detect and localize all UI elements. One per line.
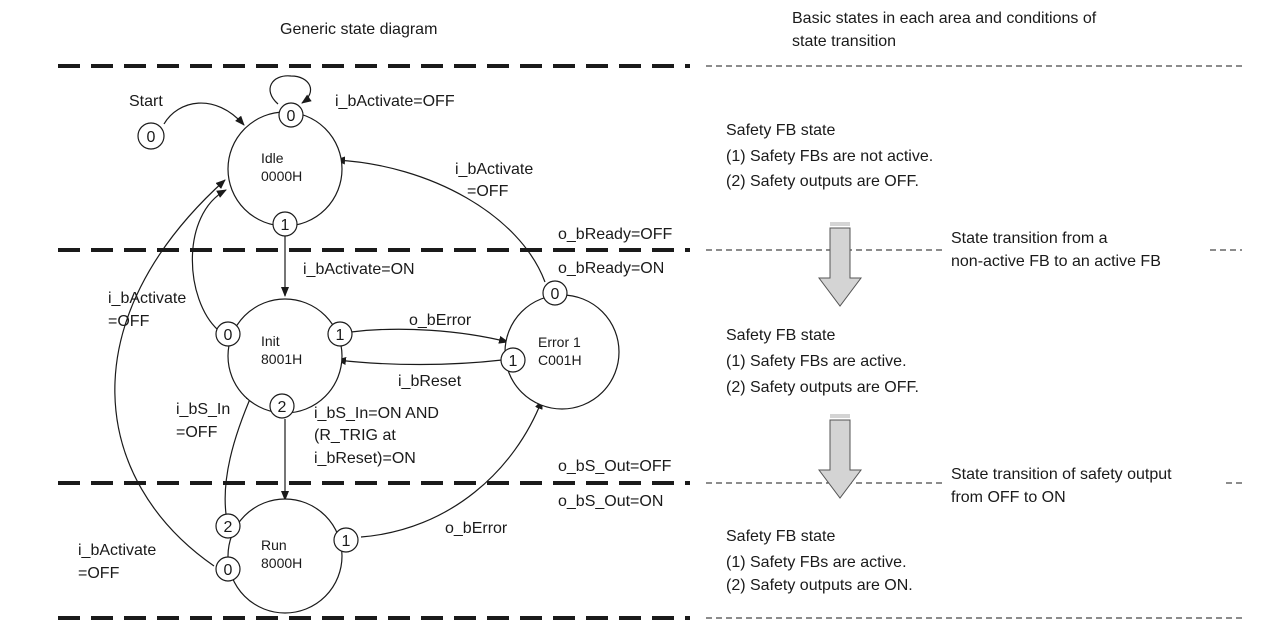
label-init-to-error: o_bError [409, 312, 472, 329]
label-run-to-error: o_bError [445, 520, 508, 537]
init-port-bottom-num: 2 [278, 399, 287, 416]
idle-port-bottom [272, 211, 298, 237]
idle-port-top-num: 0 [287, 108, 296, 125]
transition2-line2: from OFF to ON [951, 489, 1066, 506]
state-run-name: Run [261, 537, 287, 553]
edge-run-to-init [224, 391, 254, 515]
init-port-left-num: 0 [224, 327, 233, 344]
section3-line1: (1) Safety FBs are active. [726, 554, 907, 571]
edge-error-to-idle [335, 156, 546, 283]
edge-run-to-idle [114, 179, 226, 567]
label-error-to-idle-1: i_bActivate [455, 161, 533, 178]
section1-line1: (1) Safety FBs are not active. [726, 148, 933, 165]
idle-port-bottom-num: 1 [281, 217, 290, 234]
state-error-name: Error 1 [538, 334, 581, 350]
section1-line2: (2) Safety outputs are OFF. [726, 173, 919, 190]
error-port-left-num: 1 [509, 353, 518, 370]
section3-line2: (2) Safety outputs are ON. [726, 577, 913, 594]
edge-idle-self-loop [269, 75, 312, 105]
transition1-line2: non-active FB to an active FB [951, 253, 1161, 270]
label-init-to-run-1: i_bS_In=ON AND [314, 405, 439, 422]
run-port-top-num: 2 [224, 519, 233, 536]
label-error-to-init: i_bReset [398, 373, 462, 390]
idle-port-top [278, 102, 304, 128]
transition2-line1: State transition of safety output [951, 466, 1172, 483]
run-port-right [333, 527, 359, 553]
label-init-to-run-3: i_bReset)=ON [314, 450, 416, 467]
label-init-to-idle-1: i_bActivate [108, 290, 186, 307]
label-run-to-idle-2: =OFF [78, 565, 120, 582]
right-header-line1: Basic states in each area and conditions… [792, 10, 1097, 27]
right-header-line2: state transition [792, 33, 896, 50]
error-port-top [542, 280, 568, 306]
transition-arrow-1 [818, 222, 862, 307]
start-label: Start [129, 93, 163, 110]
start-node-port: 0 [147, 129, 156, 146]
label-run-to-init-1: i_bS_In [176, 401, 230, 418]
init-port-bottom [269, 393, 295, 419]
section2-line2: (2) Safety outputs are OFF. [726, 379, 919, 396]
run-port-right-num: 1 [342, 533, 351, 550]
transition1-line1: State transition from a [951, 230, 1108, 247]
section1-title: Safety FB state [726, 122, 835, 139]
init-port-left [215, 321, 241, 347]
edge-error-to-init [336, 357, 503, 366]
label-init-to-run-2: (R_TRIG at [314, 427, 396, 444]
edge-init-to-idle [191, 189, 227, 331]
error-port-left [500, 347, 526, 373]
state-init-code: 8001H [261, 351, 302, 367]
state-run-code: 8000H [261, 555, 302, 571]
label-run-to-idle-1: i_bActivate [78, 542, 156, 559]
transition-arrow-2 [818, 414, 862, 499]
boundary-2-below-label: o_bS_Out=ON [558, 493, 663, 510]
section3-title: Safety FB state [726, 528, 835, 545]
state-idle-name: Idle [261, 150, 284, 166]
section2-line1: (1) Safety FBs are active. [726, 353, 907, 370]
start-node [137, 122, 165, 150]
init-port-right-num: 1 [336, 327, 345, 344]
init-port-right [327, 321, 353, 347]
run-port-left-num: 0 [224, 562, 233, 579]
boundary-1-below-label: o_bReady=ON [558, 260, 664, 277]
label-init-to-idle-2: =OFF [108, 313, 150, 330]
run-port-left [215, 556, 241, 582]
state-error-code: C001H [538, 352, 582, 368]
edge-run-to-error [360, 399, 543, 538]
edge-init-to-error [350, 328, 509, 344]
state-init-name: Init [261, 333, 280, 349]
edge-start-to-idle [163, 102, 245, 126]
label-idle-to-init: i_bActivate=ON [303, 261, 415, 278]
label-error-to-idle-2: =OFF [467, 183, 509, 200]
error-port-top-num: 0 [551, 286, 560, 303]
state-run [227, 498, 343, 614]
state-idle-code: 0000H [261, 168, 302, 184]
run-port-top [215, 513, 241, 539]
label-idle-self: i_bActivate=OFF [335, 93, 455, 110]
boundary-1-above-label: o_bReady=OFF [558, 226, 673, 243]
section2-title: Safety FB state [726, 327, 835, 344]
left-header: Generic state diagram [280, 21, 437, 38]
boundary-2-above-label: o_bS_Out=OFF [558, 458, 672, 475]
label-run-to-init-2: =OFF [176, 424, 218, 441]
